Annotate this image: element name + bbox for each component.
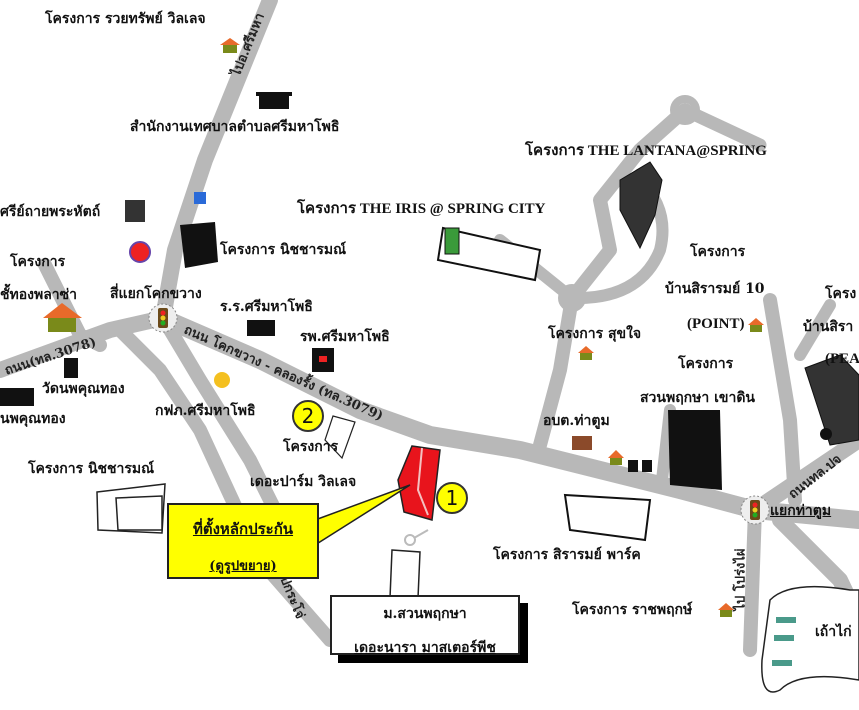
municipal-office-icon [256, 92, 292, 109]
place-label: ชั้ทองพลาซ่า [0, 287, 78, 303]
university-line2: เดอะนารา มาสเตอร์พีช [354, 640, 496, 656]
plot-outline [389, 549, 421, 599]
place-label: โครงการ [690, 244, 746, 260]
intersection-label: สี่แยกโคกขวาง [110, 286, 202, 302]
plot-outline [324, 415, 356, 460]
building-icon [628, 460, 652, 472]
house-icon [578, 346, 594, 360]
pttep-logo-icon [129, 241, 151, 263]
house-icon [608, 450, 624, 465]
place-label: นพคุณทอง [0, 411, 66, 427]
hospital-icon [312, 348, 334, 372]
road-3078 [0, 310, 171, 378]
plot-outline [96, 483, 166, 534]
place-label: วัดนพคุณทอง [42, 381, 125, 397]
place-label: โครงการ นิชชารมณ์ [28, 461, 155, 477]
farm-icon [772, 617, 796, 666]
intersection-label: แยกท่าตูม [770, 503, 832, 519]
place-label: ร.ร.ศรีมหาโพธิ [220, 299, 313, 315]
house-icon [220, 38, 240, 53]
sao-office-icon [572, 436, 592, 450]
place-label: บ้านสิรารมย์ 10 [665, 281, 765, 297]
road-label: ไป โปร่งไผ่ [733, 548, 749, 611]
marker-2[interactable]: 2 [292, 400, 324, 432]
university-label-box: ม.สวนพฤกษา เดอะนารา มาสเตอร์พีช [330, 595, 520, 656]
road-north [155, 0, 278, 326]
road-ne-diag [747, 432, 859, 518]
government-logo-icon [194, 192, 206, 204]
callout-title: ที่ตั้งหลักประกัน [192, 520, 294, 538]
roads [0, 0, 859, 657]
electricity-logo-icon [214, 372, 230, 388]
project-plot-siraromp [563, 493, 652, 542]
traffic-light-icon [148, 303, 178, 333]
place-label: โครงการ นิชชารมณ์ [220, 242, 347, 258]
place-label: บ้านสิรา [803, 319, 854, 335]
road-east-2 [794, 299, 836, 361]
road-south-tatum [743, 503, 762, 657]
school-icon [247, 320, 275, 336]
project-plot-iris [436, 226, 542, 282]
place-label: โครงการ สุขใจ [548, 326, 642, 342]
project-plot-lantana [619, 161, 663, 250]
house-icon [748, 318, 764, 332]
collateral-callout[interactable]: ที่ตั้งหลักประกัน (ดูรูปขยาย) [167, 503, 319, 579]
place-label: (PEA [825, 351, 859, 367]
place-label: กฟภ.ศรีมหาโพธิ [155, 403, 256, 419]
project-plot-nitcharom [180, 222, 218, 268]
callout-subtitle[interactable]: (ดูรูปขยาย) [209, 559, 277, 574]
place-label: โครงการ สิรารมย์ พาร์ค [493, 547, 641, 563]
road-east-1 [763, 293, 802, 507]
tree-icon [820, 428, 832, 440]
place-label: สวนพฤกษา เขาดิน [640, 390, 756, 406]
place-label: โครง [825, 286, 857, 302]
place-label: โครงการ THE IRIS @ SPRING CITY [297, 201, 546, 217]
place-label: โครงการ [283, 439, 339, 455]
traffic-light-icon [740, 495, 770, 525]
temple-icon [64, 358, 78, 378]
road-iris [533, 103, 692, 452]
place-label: ศรีย์ถายพระหัตถ์ [0, 204, 101, 220]
project-plot-suanphrueksa [668, 410, 722, 490]
place-label: เดอะปาร์ม วิลเลจ [250, 474, 357, 490]
place-label: (POINT) [687, 316, 745, 332]
place-label: รพ.ศรีมหาโพธิ [300, 329, 390, 345]
marker-1[interactable]: 1 [436, 482, 468, 514]
school-icon [0, 388, 34, 406]
university-line1: ม.สวนพฤกษา [383, 606, 467, 622]
road-3079 [154, 309, 859, 529]
road-south-a [113, 323, 337, 647]
project-plot-pearl [804, 354, 859, 446]
place-label: โครงการ รวยทรัพย์ วิลเลจ [45, 11, 206, 27]
house-icon [43, 303, 82, 332]
place-label: อบต.ท่าตูม [543, 413, 610, 429]
place-label: โครงการ THE LANTANA@SPRING [525, 143, 767, 159]
place-label: โครงการ [678, 356, 734, 372]
place-label: สำนักงานเทศบาลตำบลศรีมหาโพธิ [130, 119, 340, 135]
place-label: โครงการ ราชพฤกษ์ [572, 602, 693, 618]
place-label: เถ้าไก่ [815, 624, 852, 640]
place-label: โครงการ [10, 254, 66, 270]
house-icon [718, 603, 734, 617]
monument-icon [125, 200, 145, 222]
road-west-branch [38, 258, 107, 352]
